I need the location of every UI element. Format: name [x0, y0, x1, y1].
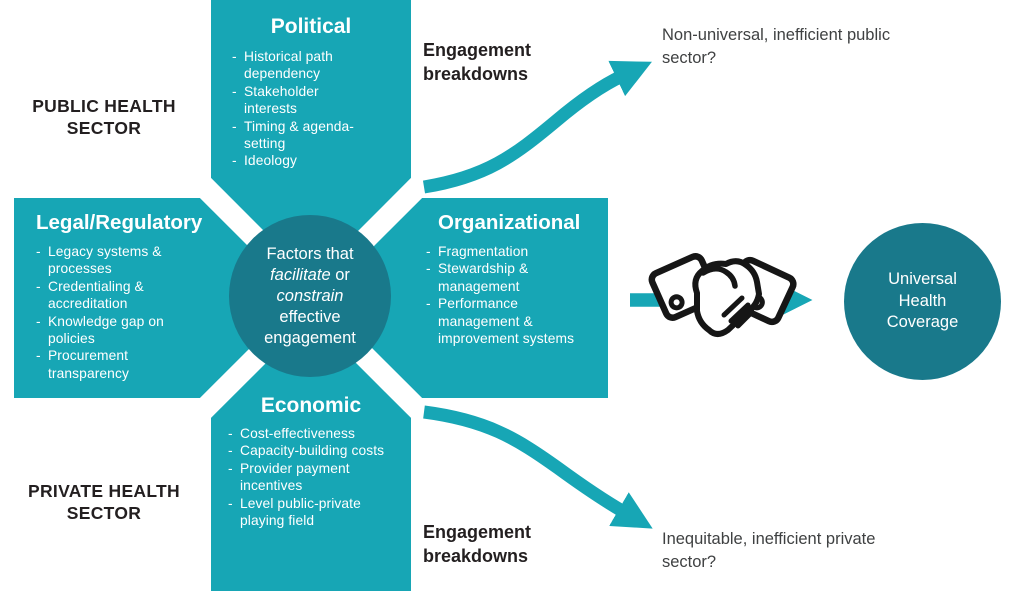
- public-health-sector-label: PUBLIC HEALTH SECTOR: [32, 96, 176, 138]
- center-line: engagement: [264, 328, 356, 347]
- organizational-title: Organizational: [438, 211, 581, 234]
- list-item: Cost-effectiveness: [228, 425, 402, 443]
- list-item: Credentialing & accreditation: [36, 278, 193, 313]
- curved-arrow-up-right-icon: [422, 60, 652, 194]
- center-line: Factors that: [266, 244, 354, 263]
- handshake-icon: [648, 253, 797, 337]
- center-line: facilitate or: [270, 265, 350, 284]
- center-line: effective: [279, 307, 341, 326]
- list-item: Fragmentation: [426, 243, 578, 261]
- organizational-items: Fragmentation Stewardship & management P…: [426, 243, 578, 347]
- central-factors-circle: Factors that facilitate or constrain eff…: [229, 215, 391, 377]
- list-item: Timing & agenda-setting: [232, 118, 366, 153]
- list-item: Capacity-building costs: [228, 442, 402, 460]
- economic-items: Cost-effectiveness Capacity-building cos…: [228, 425, 402, 529]
- economic-title: Economic: [260, 394, 362, 417]
- list-item: Stakeholder interests: [232, 83, 366, 118]
- list-item: Provider payment incentives: [228, 460, 402, 495]
- political-items: Historical path dependency Stakeholder i…: [232, 48, 366, 170]
- engagement-breakdowns-top-label: Engagement breakdowns: [423, 40, 532, 84]
- list-item: Procurement transparency: [36, 347, 193, 382]
- private-health-sector-label: PRIVATE HEALTH SECTOR: [28, 481, 180, 523]
- list-item: Stewardship & management: [426, 260, 578, 295]
- engagement-breakdowns-bottom-label: Engagement breakdowns: [423, 522, 532, 566]
- list-item: Historical path dependency: [232, 48, 366, 83]
- uhc-label: Universal Health Coverage: [886, 270, 959, 332]
- political-title: Political: [270, 15, 352, 38]
- list-item: Knowledge gap on policies: [36, 313, 193, 348]
- legal-items: Legacy systems & processes Credentialing…: [36, 243, 193, 382]
- center-line: constrain: [276, 286, 344, 305]
- private-sector-outcome-text: Inequitable, inefficient private sector?: [662, 530, 876, 571]
- universal-health-coverage-circle: Universal Health Coverage: [844, 223, 1001, 380]
- public-sector-outcome-text: Non-universal, inefficient public sector…: [662, 26, 891, 67]
- list-item: Performance management & improvement sys…: [426, 295, 578, 347]
- list-item: Level public-private playing field: [228, 495, 402, 530]
- list-item: Legacy systems & processes: [36, 243, 193, 278]
- legal-title: Legal/Regulatory: [36, 211, 203, 234]
- curved-arrow-down-right-icon: [423, 405, 653, 529]
- list-item: Ideology: [232, 152, 366, 170]
